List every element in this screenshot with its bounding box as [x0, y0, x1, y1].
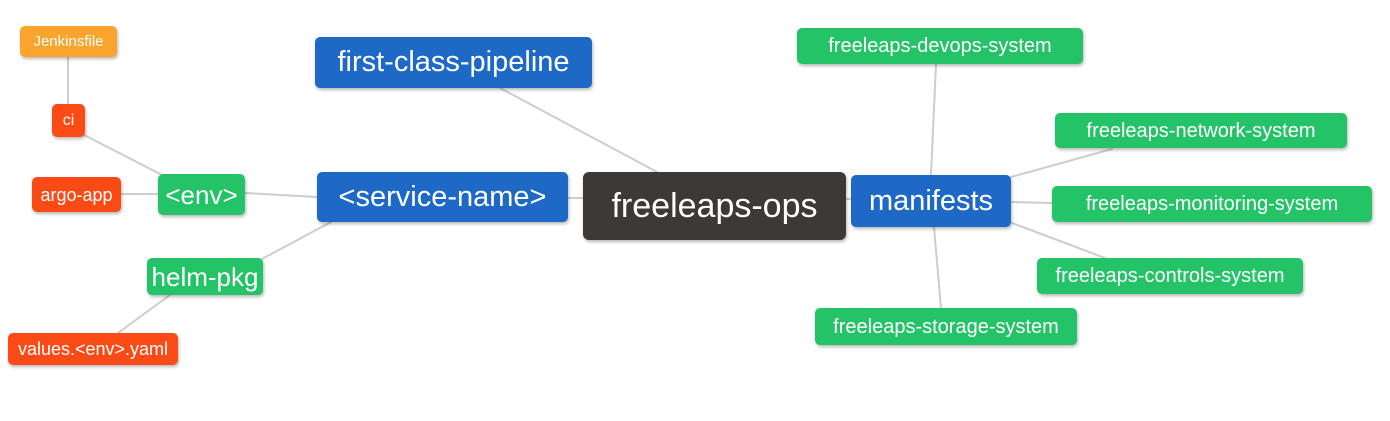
node-freeleaps-storage-system[interactable]: freeleaps-storage-system: [815, 308, 1077, 345]
edge-manifests-to-freeleaps-controls-system: [1011, 222, 1106, 259]
edge-env-to-service-name: [244, 192, 318, 198]
edge-ci-to-env: [83, 134, 165, 177]
edge-manifests-to-freeleaps-monitoring-system: [1010, 201, 1053, 204]
node-ci[interactable]: ci: [52, 104, 85, 137]
node-freeleaps-devops-system[interactable]: freeleaps-devops-system: [797, 28, 1083, 64]
node-freeleaps-network-system[interactable]: freeleaps-network-system: [1055, 113, 1347, 148]
node-freeleaps-monitoring-system[interactable]: freeleaps-monitoring-system: [1052, 186, 1372, 222]
edge-values-env-yaml-to-helm-pkg: [117, 294, 171, 334]
node-argo-app[interactable]: argo-app: [32, 177, 121, 212]
node-freeleaps-ops[interactable]: freeleaps-ops: [583, 172, 846, 240]
edge-manifests-to-freeleaps-storage-system: [933, 226, 942, 309]
edge-first-class-pipeline-to-freeleaps-ops: [499, 87, 658, 173]
edge-manifests-to-freeleaps-devops-system: [930, 63, 937, 176]
node-env[interactable]: <env>: [158, 174, 245, 215]
node-helm-pkg[interactable]: helm-pkg: [147, 258, 263, 295]
node-first-class-pipeline[interactable]: first-class-pipeline: [315, 37, 592, 88]
node-freeleaps-controls-system[interactable]: freeleaps-controls-system: [1037, 258, 1303, 294]
edge-manifests-to-freeleaps-network-system: [1010, 148, 1113, 178]
node-manifests[interactable]: manifests: [851, 175, 1011, 227]
edge-helm-pkg-to-service-name: [261, 221, 332, 260]
node-values-env-yaml[interactable]: values.<env>.yaml: [8, 333, 178, 365]
node-service-name[interactable]: <service-name>: [317, 172, 568, 222]
node-jenkinsfile[interactable]: Jenkinsfile: [20, 26, 117, 57]
